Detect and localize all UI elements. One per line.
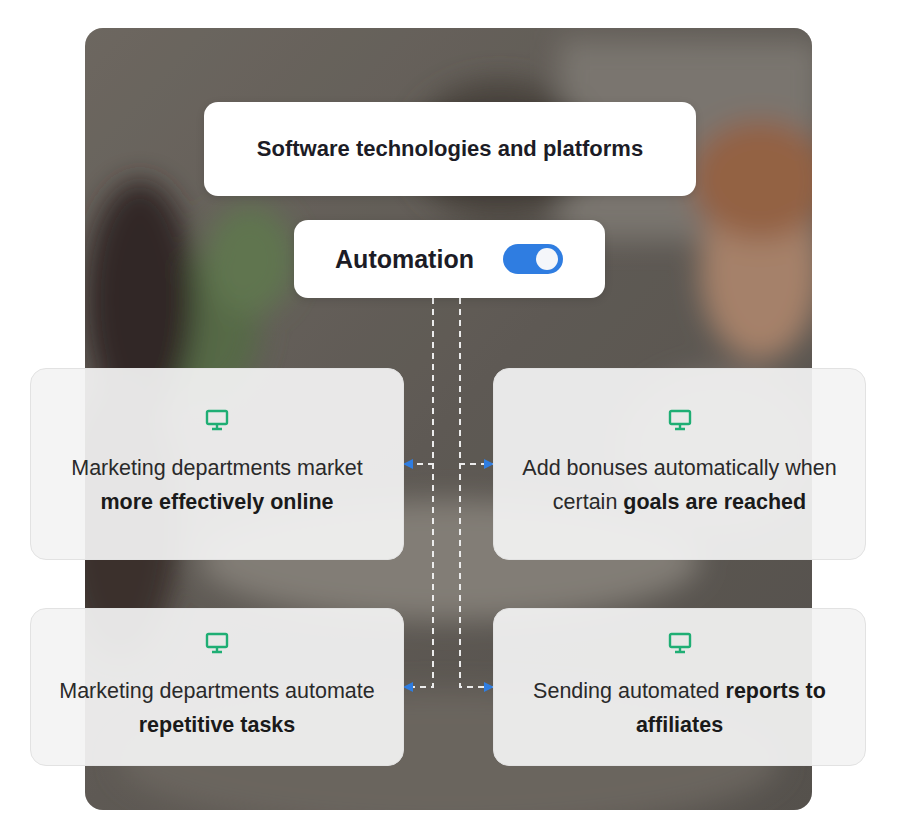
toggle-switch <box>502 243 564 275</box>
node-text: Marketing departments market more effect… <box>58 451 376 519</box>
dashed-connector <box>460 298 493 687</box>
toggle-row: Automation <box>335 243 564 275</box>
monitor-icon <box>205 409 229 431</box>
monitor-icon <box>205 632 229 654</box>
monitor-icon <box>668 409 692 431</box>
node-text: Add bonuses automatically when certain g… <box>521 451 839 519</box>
dashed-connector <box>404 298 433 464</box>
monitor-icon <box>668 632 692 654</box>
node-text: Automation <box>335 245 474 274</box>
feature-card: Marketing departments automate repetitiv… <box>30 608 404 766</box>
dashed-connector <box>404 298 433 687</box>
node-text: Marketing departments automate repetitiv… <box>58 674 376 742</box>
feature-card: Add bonuses automatically when certain g… <box>493 368 866 560</box>
dashed-connector <box>460 298 493 464</box>
feature-card: Marketing departments market more effect… <box>30 368 404 560</box>
node-text: Software technologies and platforms <box>257 136 643 162</box>
header-box: Software technologies and platforms <box>204 102 696 196</box>
feature-card: Sending automated reports to affiliates <box>493 608 866 766</box>
node-text: Sending automated reports to affiliates <box>521 674 839 742</box>
toggle-box: Automation <box>294 220 605 298</box>
